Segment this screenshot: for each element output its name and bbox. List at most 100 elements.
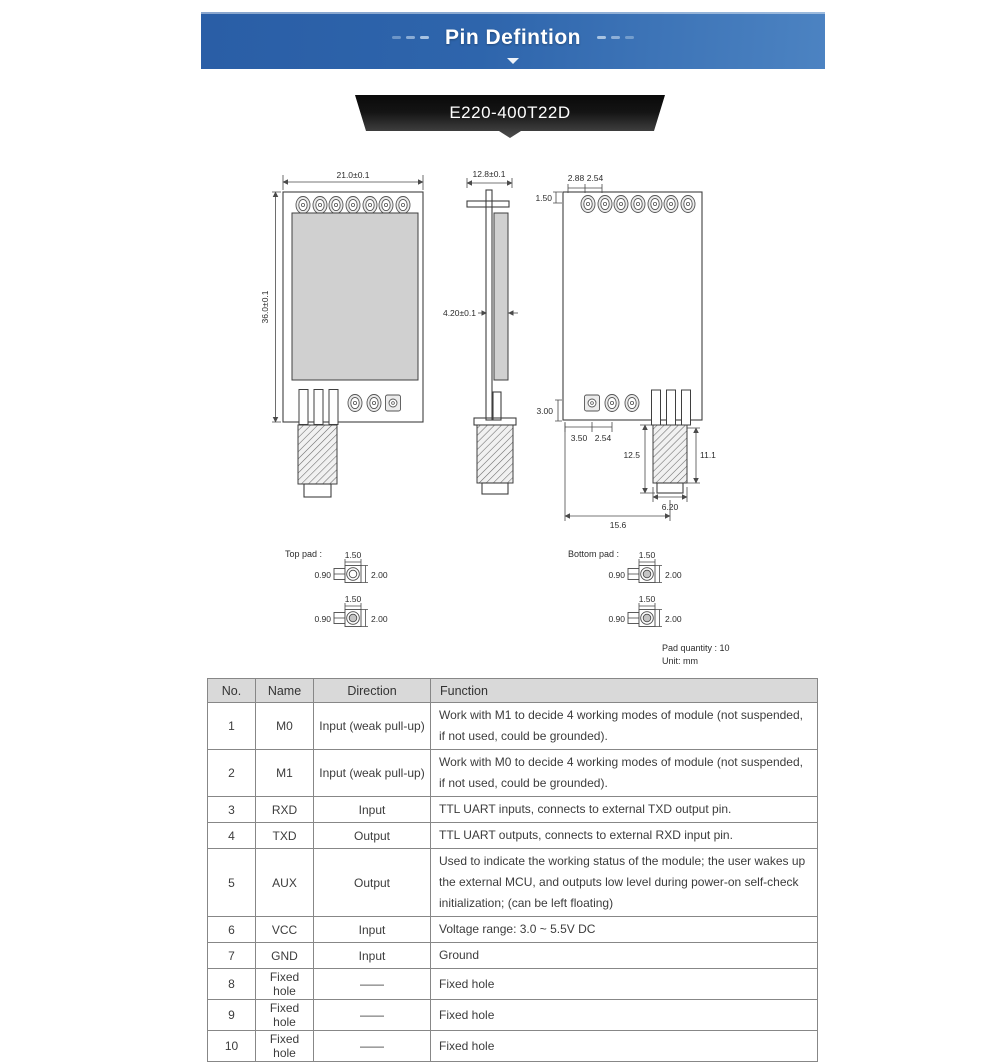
top-pad-height-dim-label: 2.00 (371, 614, 388, 624)
pin-no-cell: 7 (207, 942, 256, 969)
page-title: Pin Defintion (445, 25, 581, 49)
pin-function-cell: Ground (430, 942, 818, 969)
pin-direction-cell: Output (313, 848, 431, 917)
back-top-pads (580, 195, 696, 213)
top-pad-height-dim-label: 2.00 (371, 570, 388, 580)
pin-direction-cell: —— (313, 1030, 431, 1062)
model-name: E220-400T22D (449, 103, 571, 122)
pin-name-cell: Fixed hole (255, 999, 314, 1031)
pin-function-cell: Fixed hole (430, 999, 818, 1031)
pin-direction-cell: Output (313, 822, 431, 849)
pin-name-cell: AUX (255, 848, 314, 917)
pin-no-cell: 3 (207, 796, 256, 823)
front-view-drawing: 21.0±0.1 36.0±0.1 (260, 170, 424, 498)
pin-direction-cell: —— (313, 968, 431, 1000)
unit-note: Unit: mm (662, 656, 698, 666)
front-bottom-pads (347, 394, 401, 412)
pin-function-cell: Work with M0 to decide 4 working modes o… (430, 749, 818, 797)
table-row: 10 Fixed hole —— Fixed hole (207, 1030, 818, 1062)
table-row: 8 Fixed hole —— Fixed hole (207, 968, 818, 1000)
side-view-drawing: 12.8±0.1 4.20±0.1 (443, 169, 518, 495)
pin-direction-cell: Input (weak pull-up) (313, 702, 431, 750)
table-row: 2 M1 Input (weak pull-up) Work with M0 t… (207, 749, 818, 797)
side-antenna-connector (476, 424, 514, 484)
header-function: Function (430, 678, 818, 703)
pin-name-cell: RXD (255, 796, 314, 823)
back-antenna-right-dim-label: 11.1 (700, 450, 716, 460)
table-row: 4 TXD Output TTL UART outputs, connects … (207, 822, 818, 849)
table-row: 1 M0 Input (weak pull-up) Work with M1 t… (207, 702, 818, 750)
back-pad-top-offset-dim-label: 1.50 (535, 193, 552, 203)
pin-no-cell: 9 (207, 999, 256, 1031)
pin-name-cell: Fixed hole (255, 1030, 314, 1062)
header-name: Name (255, 678, 314, 703)
header-no: No. (207, 678, 256, 703)
back-antenna-connector (652, 424, 688, 484)
front-fixed-hole-slots (298, 389, 339, 425)
front-top-pads (295, 196, 411, 214)
drawing-notes: Pad quantity : 10 Unit: mm (662, 643, 730, 666)
bottom-pad-stub-dim-label: 0.90 (608, 570, 625, 580)
pin-no-cell: 2 (207, 749, 256, 797)
pin-name-cell: M0 (255, 702, 314, 750)
pin-name-cell: Fixed hole (255, 968, 314, 1000)
pin-no-cell: 1 (207, 702, 256, 750)
table-row: 7 GND Input Ground (207, 942, 818, 969)
pin-no-cell: 6 (207, 916, 256, 943)
table-row: 9 Fixed hole —— Fixed hole (207, 999, 818, 1031)
top-pad-width-dim-label: 1.50 (345, 550, 362, 560)
front-width-dim-label: 21.0±0.1 (336, 170, 369, 180)
pin-function-cell: Fixed hole (430, 1030, 818, 1062)
back-bottom-pad-pitch-dim-label: 2.54 (595, 433, 612, 443)
top-pad-stub-dim-label: 0.90 (314, 570, 331, 580)
back-fixed-hole-slots (651, 389, 691, 426)
pin-direction-cell: Input (313, 916, 431, 943)
pin-name-cell: VCC (255, 916, 314, 943)
pin-definition-table: No. Name Direction Function 1 M0 Input (… (207, 678, 818, 1062)
side-width-dim-label: 12.8±0.1 (472, 169, 505, 179)
bottom-pad-detail: Bottom pad : 1.50 0.90 2.00 1.50 0.90 2.… (568, 549, 682, 627)
pin-function-cell: Used to indicate the working status of t… (430, 848, 818, 917)
header-direction: Direction (313, 678, 431, 703)
back-pad-pitch-dim-label: 2.54 (587, 173, 604, 183)
pad-quantity-note: Pad quantity : 10 (662, 643, 730, 653)
pin-no-cell: 5 (207, 848, 256, 917)
model-banner: E220-400T22D (355, 95, 665, 138)
pin-direction-cell: —— (313, 999, 431, 1031)
table-row: 3 RXD Input TTL UART inputs, connects to… (207, 796, 818, 823)
pin-name-cell: GND (255, 942, 314, 969)
pin-name-cell: TXD (255, 822, 314, 849)
table-row: 5 AUX Output Used to indicate the workin… (207, 848, 818, 917)
pin-function-cell: Work with M1 to decide 4 working modes o… (430, 702, 818, 750)
pin-no-cell: 10 (207, 1030, 256, 1062)
side-thickness-dim-label: 4.20±0.1 (443, 308, 476, 318)
top-pad-detail: Top pad : 1.50 0.90 2.00 1.50 0.90 2.00 (285, 549, 388, 627)
pin-direction-cell: Input (weak pull-up) (313, 749, 431, 797)
caret-down-icon (507, 58, 519, 64)
back-antenna-left-dim-label: 12.5 (623, 450, 640, 460)
back-bottom-width-dim-label: 15.6 (610, 520, 627, 530)
bottom-pad-width-dim-label: 1.50 (639, 594, 656, 604)
pin-direction-cell: Input (313, 796, 431, 823)
pin-function-cell: TTL UART inputs, connects to external TX… (430, 796, 818, 823)
pin-name-cell: M1 (255, 749, 314, 797)
front-height-dim-label: 36.0±0.1 (260, 290, 270, 323)
front-antenna-connector (297, 424, 338, 485)
table-row: 6 VCC Input Voltage range: 3.0 ~ 5.5V DC (207, 916, 818, 943)
table-header-row: No. Name Direction Function (207, 678, 818, 703)
top-pad-width-dim-label: 1.50 (345, 594, 362, 604)
pin-function-cell: Fixed hole (430, 968, 818, 1000)
pin-direction-cell: Input (313, 942, 431, 969)
left-dash-decoration (392, 36, 429, 39)
pin-function-cell: Voltage range: 3.0 ~ 5.5V DC (430, 916, 818, 943)
top-pad-stub-dim-label: 0.90 (314, 614, 331, 624)
back-bottom-pad-edge-dim-label: 3.50 (571, 433, 588, 443)
top-pad-label: Top pad : (285, 549, 322, 559)
bottom-pad-height-dim-label: 2.00 (665, 570, 682, 580)
bottom-pad-height-dim-label: 2.00 (665, 614, 682, 624)
back-pad-bottom-offset-dim-label: 3.00 (536, 406, 553, 416)
section-banner: Pin Defintion (201, 12, 825, 69)
pin-no-cell: 4 (207, 822, 256, 849)
back-bottom-pads (584, 394, 640, 412)
right-dash-decoration (597, 36, 634, 39)
